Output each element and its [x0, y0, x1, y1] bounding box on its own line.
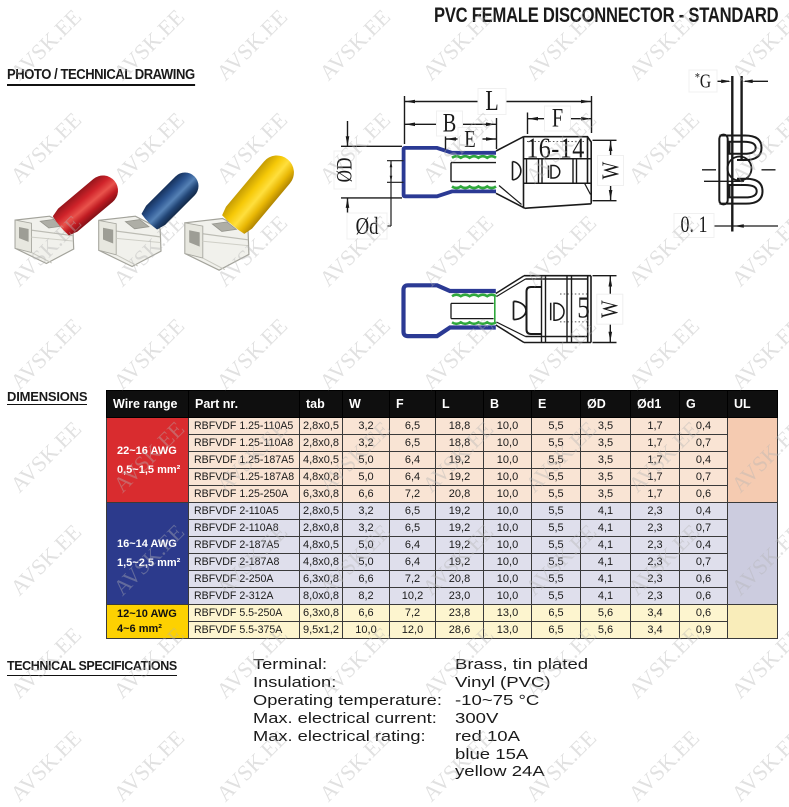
svg-text:F: F [552, 104, 563, 133]
svg-text:*G: *G [695, 70, 711, 92]
svg-text:0. 1: 0. 1 [681, 213, 708, 238]
svg-text:16-14: 16-14 [526, 133, 584, 164]
svg-text:L: L [485, 86, 498, 116]
svg-text:5: 5 [577, 291, 590, 325]
svg-text:B: B [443, 109, 457, 138]
svg-text:ØD: ØD [333, 158, 358, 183]
svg-text:W: W [597, 161, 624, 179]
svg-text:E: E [464, 126, 475, 153]
svg-text:W: W [596, 300, 623, 318]
svg-text:Ød: Ød [356, 213, 379, 240]
